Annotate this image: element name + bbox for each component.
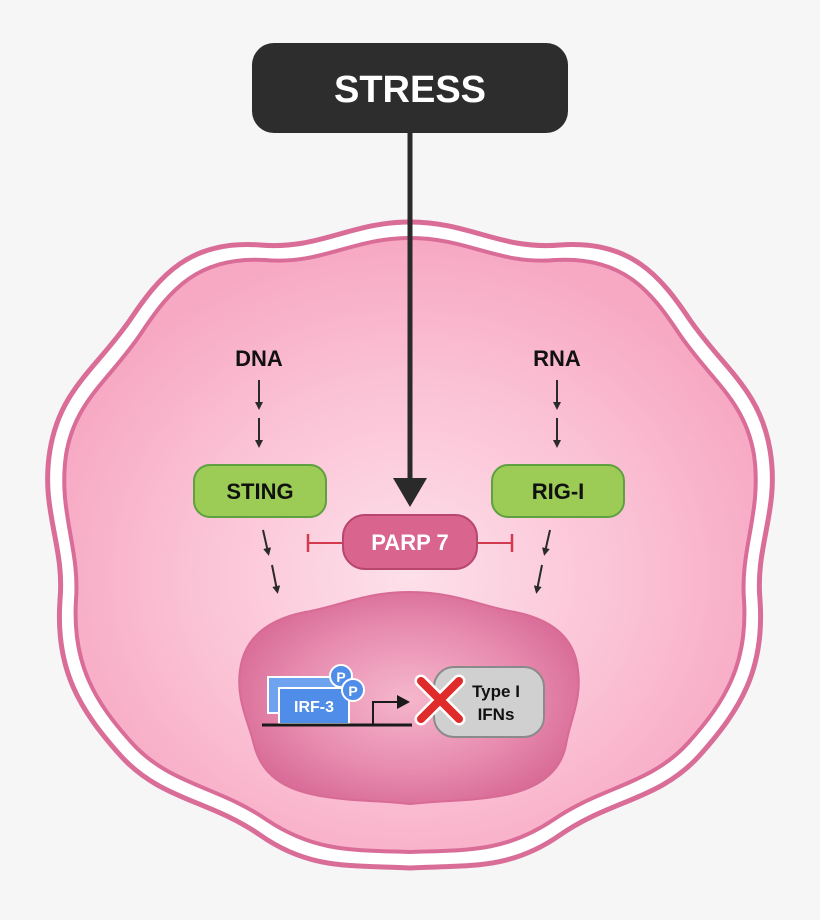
phosphate-1-label: P [336, 669, 345, 685]
irf3-label: IRF-3 [294, 699, 334, 716]
stress-box [252, 43, 568, 133]
rig-i-arrow-2 [533, 564, 543, 594]
parp7-box [342, 514, 478, 570]
promoter-arrow-head [397, 695, 410, 709]
sting-label: STING [226, 479, 293, 504]
dna-label: DNA [235, 346, 283, 371]
parp7-label: PARP 7 [371, 530, 448, 555]
phosphate-2 [341, 678, 365, 702]
type-i-ifn-line1: Type I [472, 682, 520, 701]
stress-arrow-head [393, 478, 427, 507]
rig-i-box [491, 464, 625, 518]
irf3-box-front [278, 687, 350, 725]
blocked-x-icon [414, 674, 466, 726]
sting-arrow-1 [262, 529, 272, 556]
type-i-ifn-line2: IFNs [478, 705, 515, 724]
phosphate-2-label: P [348, 683, 357, 699]
sting-box [193, 464, 327, 518]
stress-label: STRESS [334, 69, 486, 111]
rig-i-label: RIG-I [532, 479, 585, 504]
promoter-arrow [372, 701, 398, 725]
rig-i-arrow-1 [541, 529, 551, 556]
nucleus [238, 590, 580, 806]
sting-arrow-2 [271, 564, 281, 594]
rna-label: RNA [533, 346, 581, 371]
